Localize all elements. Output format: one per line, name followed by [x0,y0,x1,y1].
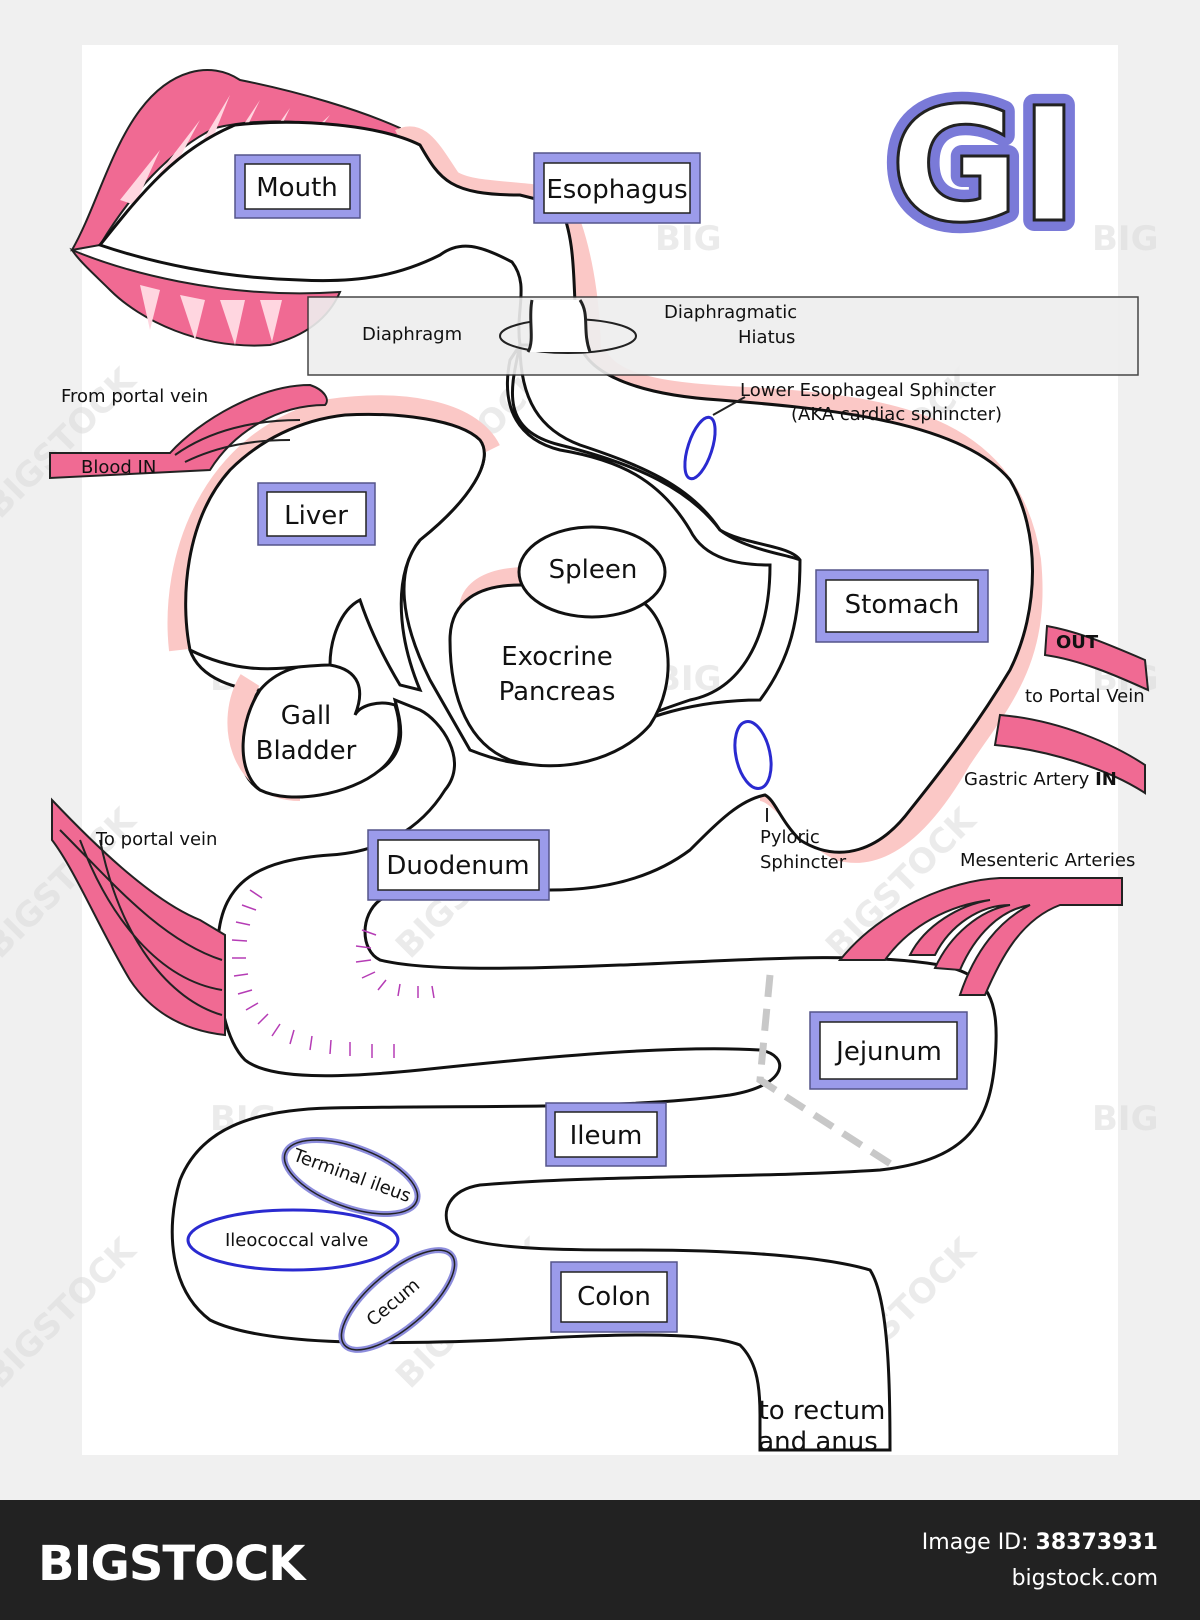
gall-bladder-label-line1: Gall [281,701,332,731]
from-portal-vein-label: From portal vein [61,386,208,407]
jejunum-ileum-boundary [756,974,902,1173]
pancreas-organ [448,583,670,768]
mouth-label: Mouth [256,173,338,203]
diaphragm-rect [307,296,1139,376]
colon-label: Colon [577,1282,651,1312]
spleen-label: Spleen [549,555,638,585]
diaphragm-label: Diaphragm [362,324,462,345]
portal-vein-out-right [1043,624,1150,692]
gastric-artery-label: Gastric Artery IN [964,769,1117,790]
villi-marks [231,889,435,1058]
free-labels: Spleen Exocrine Pancreas Gall Bladder Lo… [61,380,1145,1457]
image-id: Image ID: 38373931 [921,1530,1158,1555]
site-link[interactable]: bigstock.com [1011,1566,1158,1591]
ileococcal-valve-ellipse [186,1208,400,1272]
hiatus-label-line1: Diaphragmatic [664,302,797,323]
lower-esophageal-sphincter-ring [683,415,717,481]
pyloric-sphincter-ring [733,720,773,790]
jejunum-label-box: Jejunum [809,1011,968,1090]
diagram-canvas: BIG BIG BIG BIG BIG BIG BIG BIG BIG BIGS… [0,45,1158,1457]
to-portal-vein-right-label: to Portal Vein [1025,686,1145,707]
les-label-line1: Lower Esophageal Sphincter [740,380,996,401]
ileum-label-box: Ileum [545,1102,667,1167]
rectum-label-line1: to rectum [759,1396,886,1426]
rectum-label-line2: and anus [758,1427,878,1457]
colon-label-box: Colon [550,1261,678,1333]
liver-label: Liver [284,501,348,531]
gi-title: GI GI [879,63,1089,269]
gi-title-outline: GI [890,74,1078,258]
spleen-organ [517,525,667,619]
colon-details: Terminal ileus Ileococcal valve Cecum [186,1137,458,1353]
les-label-line2: (AKA cardiac sphincter) [791,404,1002,425]
mesenteric-arteries-label: Mesenteric Arteries [960,850,1135,871]
diaphragm-band: Diaphragm Diaphragmatic Hiatus [307,296,1139,376]
pancreas-label-line2: Pancreas [499,677,616,707]
gall-bladder-label-line2: Bladder [256,736,357,766]
spleen-pancreas [448,525,670,768]
upper-lip [70,69,401,252]
lips [69,69,401,347]
mouth-label-box: Mouth [234,154,361,219]
liver-label-box: Liver [257,482,376,546]
pyloric-label-line2: Sphincter [760,852,847,873]
blood-in-label: Blood IN [81,457,156,478]
watermark-big: BIG [1092,219,1158,259]
esophagus-label: Esophagus [546,175,687,205]
stomach-label: Stomach [845,590,960,620]
organ-label-boxes: Mouth Esophagus Liver Stomach Duodenum J… [234,152,989,1333]
brand-logo: BIGSTOCK [38,1536,305,1592]
esophagus-label-box: Esophagus [533,152,701,224]
sphincters [683,396,773,822]
hiatus-label-line2: Hiatus [738,327,795,348]
duodenum-label-box: Duodenum [367,829,550,901]
gastric-artery-in [993,713,1146,795]
portal-vein-in [49,383,328,480]
pyloric-label-line1: Pyloric [760,827,820,848]
mesenteric-arteries [837,877,1123,996]
gi-title-text: GI [890,74,1078,258]
ileococcal-valve-label: Ileococcal valve [225,1230,368,1251]
watermark-big: BIG [1092,1099,1158,1139]
stomach-label-box: Stomach [815,569,989,643]
ileum-label: Ileum [570,1121,643,1151]
footer-bar: BIGSTOCK Image ID: 38373931 bigstock.com [0,1500,1200,1620]
watermark-big: BIG [655,219,721,259]
duodenum-label: Duodenum [386,851,529,881]
pancreas-label-line1: Exocrine [501,642,613,672]
jejunum-label: Jejunum [834,1037,942,1067]
out-label: OUT [1056,632,1099,653]
to-portal-vein-left-label: To portal vein [95,829,217,850]
blood-vessels [49,383,1150,1037]
